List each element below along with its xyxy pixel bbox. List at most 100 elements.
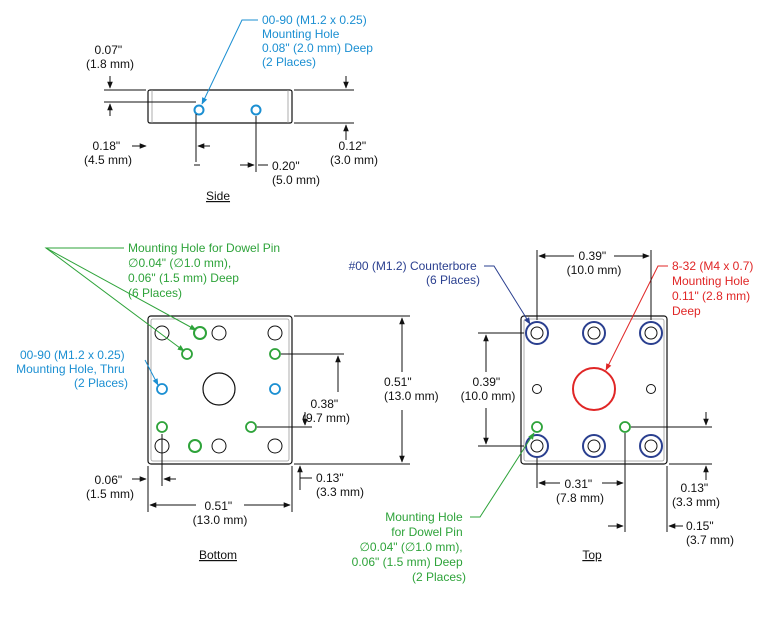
top-plain-hole [646, 384, 656, 394]
note-line: Mounting Hole [672, 274, 750, 288]
bottom-plain-hole [211, 438, 227, 454]
top-counterbore [525, 321, 549, 345]
note-line: for Dowel Pin [391, 525, 462, 539]
note-line: 0.06" (1.5 mm) Deep [352, 555, 463, 569]
top-left-dimension: 0.39" (10.0 mm) [461, 375, 516, 403]
dim-text: 0.18" [93, 139, 121, 153]
top-counterbore-note: #00 (M1.2) Counterbore (6 Places) [349, 259, 480, 287]
bottom-plain-hole [211, 325, 227, 341]
bottom-plain-hole [267, 325, 283, 341]
side-hole-note-line: 0.08" (2.0 mm) Deep [262, 41, 373, 55]
side-height-dimension: 0.07" (1.8 mm) [86, 43, 134, 71]
top-dowel-leader [470, 432, 535, 518]
top-dowel-note: Mounting Hole for Dowel Pin ∅0.04" (∅1.0… [352, 510, 466, 584]
side-view-title: Side [206, 189, 230, 203]
bottom-dowel-note: Mounting Hole for Dowel Pin ∅0.04" (∅1.0… [128, 241, 283, 300]
bottom-dowel-hole [193, 326, 207, 340]
bottom-dowel-hole [188, 439, 202, 453]
side-hole-leader [201, 19, 258, 105]
bottom-dowel-hole [269, 348, 281, 360]
top-view: #00 (M1.2) Counterbore (6 Places) 8-32 (… [349, 249, 757, 584]
note-line: (6 Places) [426, 273, 480, 287]
dim-text: 0.39" [473, 375, 501, 389]
bottom-width-dimension: 0.51" (13.0 mm) [193, 499, 248, 527]
dim-text: 0.15" [686, 519, 714, 533]
dim-text: 0.12" [339, 139, 367, 153]
top-tapped-leader [605, 265, 668, 371]
side-part-outline [147, 89, 293, 124]
side-hole-note: 00-90 (M1.2 x 0.25) Mounting Hole 0.08" … [262, 13, 376, 69]
note-line: Deep [672, 304, 701, 318]
bottom-plain-hole [267, 438, 283, 454]
dim-text: 0.38" [311, 397, 339, 411]
top-right-dimension-b: 0.15" (3.7 mm) [686, 519, 734, 547]
dim-text: 0.07" [95, 43, 123, 57]
note-line: 0.06" (1.5 mm) Deep [128, 271, 239, 285]
bottom-inner-dimension: 0.38" (9.7 mm) [302, 397, 350, 425]
dim-text: (5.0 mm) [272, 173, 320, 187]
side-spacing-dimension: 0.20" (5.0 mm) [272, 159, 320, 187]
bottom-dowel-hole [245, 421, 257, 433]
note-line: (2 Places) [412, 570, 466, 584]
note-line: 00-90 (M1.2 x 0.25) [20, 348, 125, 362]
bottom-thru-note: 00-90 (M1.2 x 0.25) Mounting Hole, Thru … [16, 348, 128, 390]
dim-text: 0.20" [272, 159, 300, 173]
top-tapped-hole [572, 367, 616, 411]
note-line: Mounting Hole, Thru [16, 362, 125, 376]
dim-text: 0.51" [384, 375, 412, 389]
dim-text: 0.13" [316, 471, 344, 485]
note-line: 0.11" (2.8 mm) [672, 289, 750, 303]
top-counterbore-leader [484, 265, 531, 325]
dim-text: (7.8 mm) [556, 491, 604, 505]
dim-text: 0.51" [205, 499, 233, 513]
side-mounting-hole-right [250, 104, 262, 116]
dim-text: (3.3 mm) [316, 485, 364, 499]
bottom-thru-hole [269, 383, 281, 395]
top-counterbore [639, 434, 663, 458]
bottom-view: Mounting Hole for Dowel Pin ∅0.04" (∅1.0… [16, 241, 439, 562]
dim-text: (10.0 mm) [567, 263, 622, 277]
dim-text: (1.8 mm) [86, 57, 134, 71]
side-mounting-hole-left [193, 104, 205, 116]
note-line: #00 (M1.2) Counterbore [349, 259, 477, 273]
side-left-dimension: 0.18" (4.5 mm) [84, 139, 132, 167]
bottom-view-title: Bottom [199, 548, 237, 562]
note-line: (2 Places) [74, 376, 128, 390]
dim-text: (13.0 mm) [384, 389, 439, 403]
top-counterbore [639, 321, 663, 345]
dim-text: (3.3 mm) [672, 495, 720, 509]
top-tapped-note: 8-32 (M4 x 0.7) Mounting Hole 0.11" (2.8… [672, 259, 757, 318]
note-line: ∅0.04" (∅1.0 mm), [359, 540, 462, 554]
bottom-inner-edge [150, 318, 290, 462]
note-line: Mounting Hole [385, 510, 463, 524]
dim-text: (9.7 mm) [302, 411, 350, 425]
bottom-dowel-hole [181, 348, 193, 360]
dim-text: 0.39" [579, 249, 607, 263]
dim-text: (1.5 mm) [86, 487, 134, 501]
bottom-plain-hole [154, 325, 170, 341]
side-view: 00-90 (M1.2 x 0.25) Mounting Hole 0.08" … [84, 13, 378, 203]
bottom-dowel-leader [45, 247, 197, 331]
top-right-dimension-a: 0.13" (3.3 mm) [672, 481, 720, 509]
top-inner-edge [523, 318, 665, 462]
side-hole-note-line: Mounting Hole [262, 27, 340, 41]
note-line: Mounting Hole for Dowel Pin [128, 241, 280, 255]
dim-text: 0.31" [565, 477, 593, 491]
top-counterbore [582, 434, 606, 458]
bottom-thru-leader [144, 359, 159, 386]
bottom-center-bore [202, 372, 236, 406]
note-line: 8-32 (M4 x 0.7) [672, 259, 753, 273]
top-counterbore [525, 434, 549, 458]
dim-text: (3.7 mm) [686, 533, 734, 547]
top-counterbore [582, 321, 606, 345]
side-right-dimension: 0.12" (3.0 mm) [330, 139, 378, 167]
top-top-dimension: 0.39" (10.0 mm) [567, 249, 622, 277]
dim-text: (10.0 mm) [461, 389, 516, 403]
bottom-height-dimension: 0.51" (13.0 mm) [384, 375, 439, 403]
dim-text: 0.06" [95, 473, 123, 487]
dim-text: (3.0 mm) [330, 153, 378, 167]
note-line: (6 Places) [128, 286, 182, 300]
side-hole-note-line: (2 Places) [262, 55, 316, 69]
bottom-offset-dimension: 0.13" (3.3 mm) [316, 471, 364, 499]
